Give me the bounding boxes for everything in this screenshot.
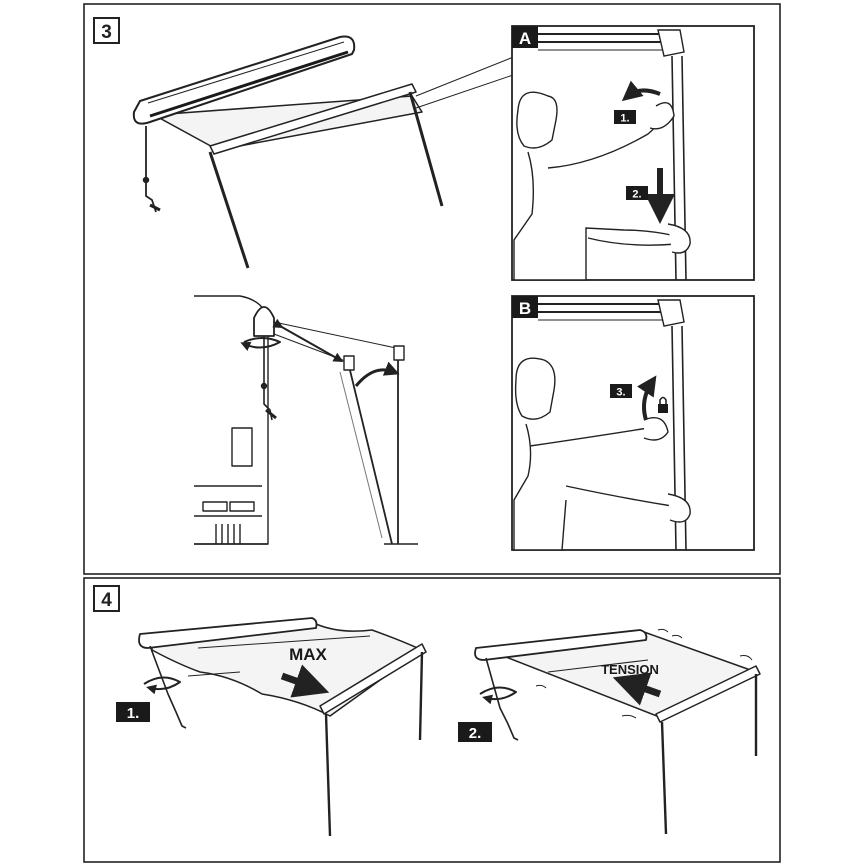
tension-mark	[621, 714, 637, 719]
rotation-arrow-icon	[479, 686, 517, 705]
step-1-badge	[614, 110, 636, 124]
curved-arrow-icon	[621, 80, 661, 102]
step-3-badge	[610, 384, 632, 398]
lock-icon	[658, 396, 668, 413]
tension-mark	[739, 655, 753, 661]
rv-awning-illustration	[194, 295, 418, 545]
panel-a-illustration	[513, 29, 691, 281]
step-3-label: 3.	[616, 387, 625, 399]
double-arrow-icon	[280, 664, 330, 698]
section-3-frame	[83, 3, 781, 575]
curved-arrow-icon	[354, 361, 400, 387]
left-support-arm	[208, 151, 250, 269]
awning-loose-illustration	[138, 617, 427, 837]
awning-arm-head	[253, 306, 275, 337]
double-arrow-icon	[612, 672, 662, 706]
roller-tube	[138, 617, 318, 649]
tension-mark	[535, 684, 547, 689]
step-4-2-badge	[458, 722, 492, 742]
tension-label: TENSION	[601, 662, 659, 677]
curved-arrow-icon	[637, 375, 657, 421]
person-arm	[529, 427, 649, 447]
section-4-number: 4	[101, 590, 112, 611]
rotation-arrow-icon	[240, 337, 281, 352]
person-body	[513, 423, 567, 551]
right-support-arm	[408, 91, 444, 207]
panel-a-letter: A	[519, 29, 531, 48]
step-4-2-label: 2.	[469, 725, 482, 742]
step-2-badge	[626, 186, 648, 200]
callout-line-top	[415, 55, 517, 97]
max-label: MAX	[289, 645, 327, 664]
section-3-number: 3	[101, 22, 112, 43]
crank-rod	[485, 657, 519, 741]
front-bar	[319, 643, 427, 715]
panel-a: A 1. 2.	[511, 25, 755, 281]
panel-b-letter: B	[519, 299, 531, 318]
left-leg	[660, 721, 668, 835]
person-body	[513, 151, 677, 281]
step-4-1-badge	[116, 702, 150, 722]
step-1-label: 1.	[620, 113, 629, 125]
tilted-support-arm	[347, 361, 393, 545]
panel-a-label-box	[512, 26, 538, 48]
step-4-1-label: 1.	[127, 705, 140, 722]
crank-handle	[145, 126, 157, 213]
callout-line-bottom	[415, 73, 517, 109]
right-leg	[418, 651, 424, 741]
panel-b: B 3.	[511, 295, 755, 551]
awning-retracted-illustration	[132, 35, 517, 269]
step-2-label: 2.	[632, 189, 641, 201]
left-leg	[324, 713, 332, 837]
rotation-arrow-icon	[143, 676, 181, 695]
double-arrow-icon	[272, 318, 344, 362]
person-head	[516, 91, 558, 149]
awning-tensioned-illustration	[474, 628, 761, 835]
person-head	[514, 357, 556, 420]
front-bar	[209, 83, 417, 155]
tension-mark	[657, 628, 683, 639]
panel-b-label-box	[512, 296, 538, 318]
section-4-badge: 4	[93, 585, 120, 612]
rv-window	[231, 427, 253, 467]
panel-b-illustration	[513, 299, 691, 551]
roller-tube	[474, 629, 648, 661]
section-4-frame	[83, 577, 781, 863]
front-bar	[655, 665, 761, 723]
section-3-badge: 3	[93, 17, 120, 44]
